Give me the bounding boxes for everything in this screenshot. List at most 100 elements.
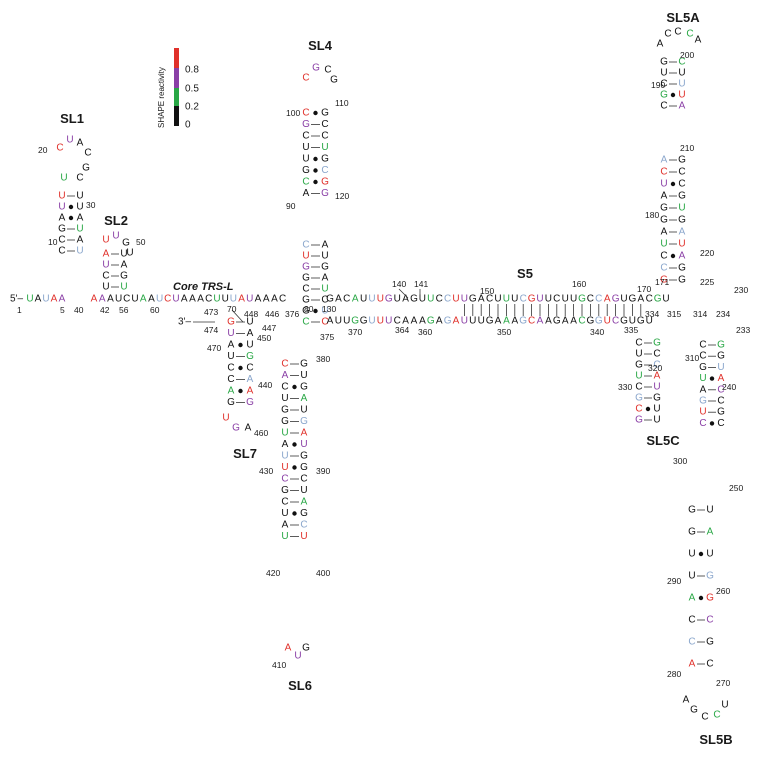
s5-bottom-nt: G: [553, 316, 561, 327]
sl5c-right-nt: G: [653, 338, 661, 349]
s5-bottom-nt: G: [595, 316, 603, 327]
trs-linker-nt: A: [181, 294, 188, 305]
pos-5: 5: [60, 305, 65, 315]
trs-linker-nt: A: [91, 294, 98, 305]
sl6-gu-pair: [292, 442, 297, 447]
sl2-loop-nt: U: [126, 248, 133, 259]
s5-top-nt: G: [326, 294, 334, 305]
sl7-left-nt: U: [227, 328, 234, 339]
s5-bottom-nt: G: [427, 316, 435, 327]
pos-474: 474: [204, 325, 218, 335]
s5-bottom-nt: G: [519, 316, 527, 327]
s5-bottom-nt: A: [419, 316, 426, 327]
sl5a-right-nt: U: [678, 68, 685, 79]
label-sl1: SL1: [60, 111, 84, 126]
trs-linker-nt: A: [197, 294, 204, 305]
sl5a-lower-left-nt: A: [661, 227, 668, 238]
label-sl5a: SL5A: [666, 10, 700, 25]
trs-linker-nt: A: [107, 294, 114, 305]
pos-233: 233: [736, 325, 750, 335]
pos-1: 1: [17, 305, 22, 315]
s5-bottom-nt: G: [351, 316, 359, 327]
pos-220: 220: [700, 248, 714, 258]
sl5c-right-nt: A: [654, 371, 661, 382]
sl4-lower-right-nt: A: [322, 240, 329, 251]
trs-linker-nt: U: [156, 294, 163, 305]
pos-375: 375: [320, 332, 334, 342]
pos-440: 440: [258, 380, 272, 390]
pos-470: 470: [207, 343, 221, 353]
sl5c-left-nt: G: [635, 415, 643, 426]
legend-tick-08: 0.8: [185, 65, 199, 76]
sl1-right-nt: U: [76, 191, 83, 202]
sl5a-lower-right-nt: G: [678, 215, 686, 226]
sl6-left-nt: G: [281, 405, 289, 416]
s5-top-nt: G: [528, 294, 536, 305]
pos-350: 350: [497, 327, 511, 337]
sl5c-left-nt: G: [635, 360, 643, 371]
sl7-right-nt: A: [247, 328, 254, 339]
s5-bottom-nt: U: [604, 316, 611, 327]
sl5b-lower-left-nt: G: [688, 527, 696, 538]
pos-30: 30: [86, 200, 96, 210]
trs-linker-nt: U: [131, 294, 138, 305]
sl6-right-nt: A: [301, 393, 308, 404]
sl5c-left-nt: U: [635, 349, 642, 360]
sl6-left-nt: U: [281, 508, 288, 519]
sl5a-lower-left-nt: G: [660, 275, 668, 286]
sl4-lower-left-nt: G: [302, 295, 310, 306]
sl6-loop-nt: U: [294, 651, 301, 662]
pos-200: 200: [680, 50, 694, 60]
sl6-right-nt: G: [300, 416, 308, 427]
sl6-left-nt: C: [281, 497, 288, 508]
sl6-right-nt: U: [300, 370, 307, 381]
sl5b-loop-nt: A: [683, 695, 690, 706]
pos-450: 450: [257, 333, 271, 343]
sl2-loop-nt: G: [122, 238, 130, 249]
sl1-left-nt: G: [58, 224, 66, 235]
s5-top-nt: U: [427, 294, 434, 305]
sl6-gu-pair: [292, 384, 297, 390]
trs-linker-nt: A: [189, 294, 196, 305]
sl5a-lower-left-nt: A: [661, 155, 668, 166]
sl5b-lower-gu-pair: [698, 551, 704, 557]
sl6-left-nt: U: [281, 393, 288, 404]
s5-bottom-nt: A: [402, 316, 409, 327]
s5-bottom-nt: U: [461, 316, 468, 327]
sl5b-left-nt: C: [699, 351, 706, 362]
sl6-left-nt: C: [281, 382, 288, 393]
trs-linker-nt: A: [255, 294, 262, 305]
s5-bottom-nt: U: [478, 316, 485, 327]
s5-140-marker: [398, 288, 409, 299]
s5-top-nt: U: [394, 294, 401, 305]
sl6-left-nt: U: [281, 428, 288, 439]
s5-top-nt: C: [520, 294, 527, 305]
sl7-right-nt: G: [246, 351, 254, 362]
pos-473: 473: [204, 307, 218, 317]
pos-380: 380: [316, 354, 330, 364]
pos-300: 300: [673, 456, 687, 466]
legend-tick-02: 0.2: [185, 102, 199, 113]
sl5b-left-nt: U: [699, 373, 706, 384]
sl5b-right-nt: C: [717, 418, 724, 429]
legend-swatch-none: [174, 106, 179, 126]
pos-140: 140: [392, 279, 406, 289]
sl6-loop-nt: G: [302, 643, 310, 654]
five-prime-strand-nt: A: [59, 294, 66, 305]
sl7-left-nt: U: [227, 351, 234, 362]
sl5b-lower-right-nt: C: [706, 615, 713, 626]
sl4-loop-nt: G: [312, 63, 320, 74]
s5-top-nt: G: [385, 294, 393, 305]
s5-top-nt: U: [662, 294, 669, 305]
sl4-right-nt: U: [321, 142, 328, 153]
pos-310: 310: [685, 353, 699, 363]
sl6-left-nt: A: [282, 370, 289, 381]
sl5c-right-nt: C: [653, 360, 660, 371]
sl4-lower-right-nt: U: [321, 251, 328, 262]
sl1-right-nt: U: [76, 246, 83, 257]
s5-bottom-nt: C: [394, 316, 401, 327]
pos-225: 225: [700, 277, 714, 287]
sl7-left-nt: G: [227, 317, 235, 328]
sl5a-loop-nt: A: [657, 39, 664, 50]
trs-linker-nt: C: [205, 294, 212, 305]
